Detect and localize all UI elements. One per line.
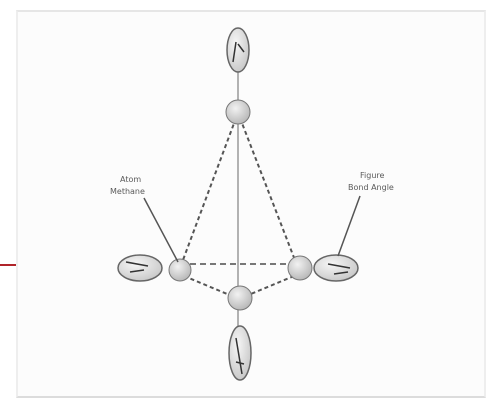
bond-top-right xyxy=(240,118,298,268)
atom-right xyxy=(288,256,312,280)
right-label-line2: Bond Angle xyxy=(348,183,394,192)
left-leader-line xyxy=(144,198,178,262)
left-label-line1: Atom xyxy=(120,175,141,184)
atom-bottom xyxy=(228,286,252,310)
left-label-line2: Methane xyxy=(110,187,145,196)
top-orbital-icon xyxy=(227,28,249,72)
right-label-line1: Figure xyxy=(360,171,385,180)
bond-top-left xyxy=(180,118,236,268)
atom-top xyxy=(226,100,250,124)
right-leader-line xyxy=(338,196,360,256)
left-orbital-icon xyxy=(118,255,162,281)
right-orbital-icon xyxy=(314,255,358,281)
bonds xyxy=(180,118,298,296)
atom-left xyxy=(169,259,191,281)
bond-right-bottom xyxy=(246,276,294,296)
bottom-orbital-icon xyxy=(229,326,251,380)
bond-left-bottom xyxy=(184,276,232,296)
